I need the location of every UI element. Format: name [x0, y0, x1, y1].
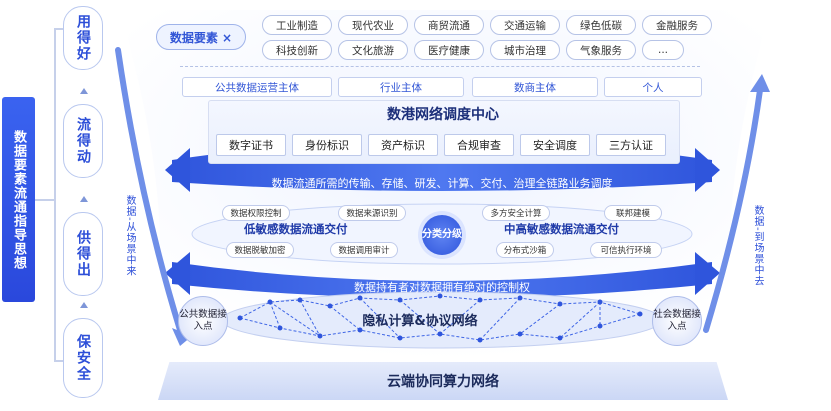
banner-top-text: 数据流通所需的传输、存储、研发、计算、交付、治理全链路业务调度 [271, 177, 613, 190]
scene-tag: 气象服务 [566, 40, 636, 60]
hub-item: 身份标识 [292, 134, 362, 156]
public-data-access-node: 公共数据接入点 [178, 296, 228, 346]
hub-item: 资产标识 [368, 134, 438, 156]
right-curve-arrowhead [750, 74, 770, 92]
scene-tag: 交通运输 [490, 15, 560, 35]
up-arrow-icon [80, 196, 88, 202]
scene-tag: 文化旅游 [338, 40, 408, 60]
scene-tag: 城市治理 [490, 40, 560, 60]
step-use-well: 用得好 [63, 6, 103, 70]
connector-line [35, 199, 55, 201]
arc-bottom-arrow-left [165, 252, 190, 295]
base-title: 云端协同算力网络 [387, 374, 499, 390]
scene-tag: ... [642, 40, 684, 60]
hub-title: 数港网络调度中心 [387, 107, 499, 123]
hub-item: 安全调度 [520, 134, 590, 156]
low-sensitive-tag: 数据调用审计 [330, 242, 398, 258]
low-sensitive-tag: 数据来源识别 [338, 205, 406, 221]
low-sensitive-title: 低敏感数据流通交付 [244, 222, 348, 236]
network-title: 隐私计算&协议网络 [362, 314, 478, 329]
step-flow: 流得动 [63, 104, 103, 178]
base-platform [158, 362, 728, 400]
arc-top-arrow-left [165, 148, 190, 192]
entity-industry: 行业主体 [338, 77, 464, 97]
scene-tag: 商贸流通 [414, 15, 484, 35]
entity-public: 公共数据运营主体 [182, 77, 332, 97]
social-data-access-node: 社会数据接入点 [652, 296, 702, 346]
network-nodes [237, 293, 643, 343]
scene-tag: 现代农业 [338, 15, 408, 35]
data-element-tag: 数据要素 × [156, 24, 246, 50]
scene-tag: 科技创新 [262, 40, 332, 60]
right-curve-arrow [703, 87, 763, 333]
right-side-label: 数据-到场景中去 [752, 205, 763, 287]
entity-individual: 个人 [604, 77, 702, 97]
arc-top-arrow-right [695, 148, 720, 192]
hub-item: 合规审查 [444, 134, 514, 156]
banner-bottom-text: 数据持有者对数据拥有绝对的控制权 [354, 281, 530, 294]
up-arrow-icon [80, 302, 88, 308]
low-sensitive-tag: 数据权限控制 [222, 205, 290, 221]
sidebar-title: 数据要素流通指导思想 [2, 97, 35, 302]
up-arrow-icon [80, 88, 88, 94]
arc-bottom-arrow-right [695, 252, 720, 295]
left-curve-arrowhead [172, 328, 192, 346]
entity-data-merchant: 数商主体 [472, 77, 598, 97]
high-sensitive-title: 中高敏感数据流通交付 [504, 222, 619, 236]
high-sensitive-tag: 联邦建模 [604, 205, 662, 221]
high-sensitive-tag: 可信执行环境 [590, 242, 662, 258]
high-sensitive-tag: 多方安全计算 [482, 205, 550, 221]
low-sensitive-tag: 数据脱敏加密 [226, 242, 294, 258]
steps-bracket [54, 28, 66, 362]
arc-bottom [172, 262, 712, 298]
scene-tag: 绿色低碳 [566, 15, 636, 35]
left-side-label: 数据-从场景中来 [124, 195, 135, 277]
high-sensitive-tag: 分布式沙箱 [496, 242, 554, 258]
step-supply: 供得出 [63, 212, 103, 296]
scene-tag: 金融服务 [642, 15, 712, 35]
scene-tag: 工业制造 [262, 15, 332, 35]
step-secure: 保安全 [63, 318, 103, 398]
classification-center: 分类分级 [422, 215, 462, 255]
network-mesh [239, 295, 641, 341]
scene-tag: 医疗健康 [414, 40, 484, 60]
hub-item: 数字证书 [216, 134, 286, 156]
hub-item: 三方认证 [596, 134, 666, 156]
left-curve-arrow [115, 47, 183, 333]
divider-dashed [180, 66, 700, 67]
